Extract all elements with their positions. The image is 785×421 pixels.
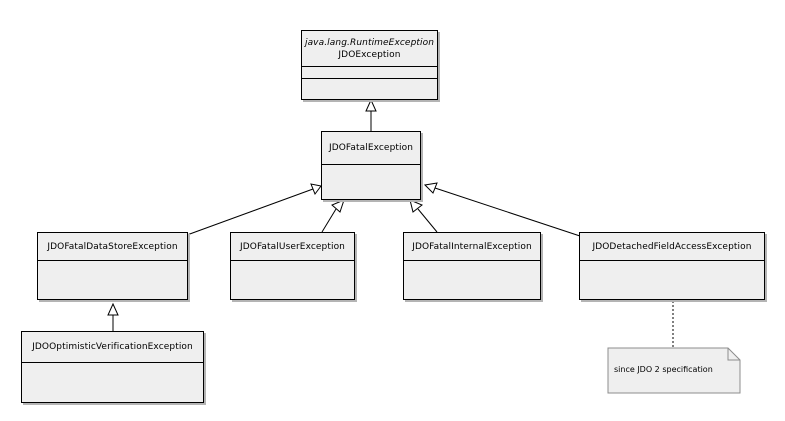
class-jdo-detached-field-access-exception[interactable]: JDODetachedFieldAccessException <box>579 232 765 300</box>
arrowhead-datastore <box>107 302 119 316</box>
class-jdo-fatal-user-exception[interactable]: JDOFatalUserException <box>230 232 355 300</box>
class-header: JDOFatalUserException <box>231 233 354 261</box>
class-header: JDODetachedFieldAccessException <box>580 233 764 261</box>
class-name: JDOFatalInternalException <box>412 241 532 252</box>
class-header: JDOFatalDataStoreException <box>38 233 187 261</box>
class-header: java.lang.RuntimeException JDOException <box>302 31 437 67</box>
class-jdo-fatal-datastore-exception[interactable]: JDOFatalDataStoreException <box>37 232 188 300</box>
arrowhead-runtime <box>365 98 377 112</box>
class-attributes-compartment <box>302 67 437 79</box>
class-jdo-fatal-exception[interactable]: JDOFatalException <box>321 131 421 200</box>
class-jdo-exception[interactable]: java.lang.RuntimeException JDOException <box>301 30 438 100</box>
gen-line-datastore-to-fatal <box>186 188 314 236</box>
gen-line-detached-to-fatal <box>434 187 584 238</box>
class-name: JDOException <box>338 49 401 60</box>
class-header: JDOFatalInternalException <box>404 233 540 261</box>
generalization-lines <box>112 111 584 331</box>
arrowhead-fatal-internal <box>409 199 423 213</box>
note-shape <box>607 347 741 394</box>
arrowhead-fatal-right <box>423 182 438 194</box>
gen-line-internal-to-fatal <box>417 208 438 233</box>
class-name: JDOFatalException <box>328 143 414 153</box>
arrowhead-fatal-left <box>310 183 322 196</box>
gen-line-user-to-fatal <box>321 208 337 233</box>
class-stereotype: java.lang.RuntimeException <box>304 37 435 48</box>
class-header: JDOFatalException <box>322 132 420 165</box>
note-text: since JDO 2 specification <box>614 365 713 374</box>
class-name: JDOFatalDataStoreException <box>47 241 178 252</box>
class-jdo-fatal-internal-exception[interactable]: JDOFatalInternalException <box>403 232 541 300</box>
class-name: JDOFatalUserException <box>240 241 345 252</box>
arrowhead-fatal-user <box>331 199 345 213</box>
class-name: JDOOptimisticVerificationException <box>32 342 193 352</box>
class-jdo-optimistic-verification-exception[interactable]: JDOOptimisticVerificationException <box>21 331 204 403</box>
note[interactable]: since JDO 2 specification <box>608 348 740 393</box>
generalization-arrowheads <box>107 98 438 316</box>
class-header: JDOOptimisticVerificationException <box>22 332 203 363</box>
class-name: JDODetachedFieldAccessException <box>592 241 752 252</box>
